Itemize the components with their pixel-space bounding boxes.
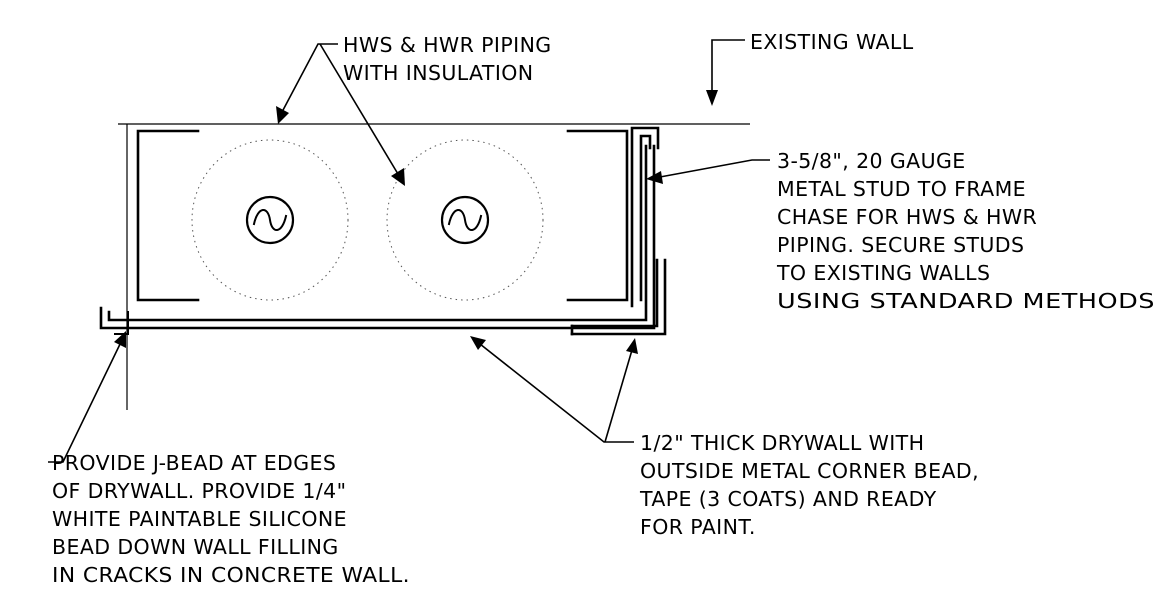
note-stud-line-5: TO EXISTING WALLS <box>776 261 990 285</box>
left-stud-bracket <box>136 129 200 302</box>
leader-existing-wall-arrowhead <box>706 90 718 106</box>
note-drywall-line-1: 1/2" THICK DRYWALL WITH <box>640 431 924 455</box>
note-stud-line-1: 3-5/8", 20 GAUGE <box>777 149 966 173</box>
note-existing-wall-line-1: EXISTING WALL <box>750 30 914 54</box>
metal-studs <box>136 126 660 308</box>
note-jbead-line-4: BEAD DOWN WALL FILLING <box>52 535 339 559</box>
pipe-hwr-circle <box>440 195 490 245</box>
note-drywall: 1/2" THICK DRYWALL WITH OUTSIDE METAL CO… <box>639 431 979 539</box>
note-piping-line-1: HWS & HWR PIPING <box>343 33 552 57</box>
leader-jbead-arrowhead <box>114 331 126 348</box>
drywall <box>99 144 667 336</box>
j-bead <box>114 311 129 335</box>
note-stud: 3-5/8", 20 GAUGE METAL STUD TO FRAME CHA… <box>776 149 1155 313</box>
pipe-hws-circle <box>245 195 295 245</box>
note-piping: HWS & HWR PIPING WITH INSULATION <box>343 33 552 85</box>
note-drywall-line-2: OUTSIDE METAL CORNER BEAD, <box>640 459 979 483</box>
note-stud-line-6: USING STANDARD METHODS <box>777 289 1155 313</box>
leader-piping-2 <box>319 43 399 175</box>
note-piping-line-2: WITH INSULATION <box>343 61 534 85</box>
leader-existing-wall <box>711 39 745 92</box>
leader-drywall-1 <box>479 343 634 443</box>
insulation <box>191 139 544 301</box>
leader-piping-1-arrowhead <box>276 106 289 124</box>
leader-piping-2-arrowhead <box>391 168 405 186</box>
vertical-stud-outer <box>630 126 660 308</box>
drywall-inner-line <box>107 144 648 322</box>
leader-drywall-2-arrowhead <box>626 338 638 354</box>
note-jbead-line-3: WHITE PAINTABLE SILICONE <box>52 507 347 531</box>
vertical-stud-inner <box>639 134 652 302</box>
drywall-outer-line <box>99 144 656 330</box>
existing-walls <box>118 123 750 410</box>
note-drywall-line-3: TAPE (3 COATS) AND READY <box>639 487 937 511</box>
insulation-hws <box>191 139 349 301</box>
leader-stud-arrowhead <box>646 171 663 184</box>
leader-piping-1 <box>281 43 338 113</box>
right-stud-bracket <box>566 129 629 302</box>
note-jbead-line-5: IN CRACKS IN CONCRETE WALL. <box>52 563 410 587</box>
note-stud-line-3: CHASE FOR HWS & HWR <box>777 205 1037 229</box>
corner-bead-outer <box>570 258 667 336</box>
corner-bead-inner <box>570 258 659 328</box>
note-jbead-line-2: OF DRYWALL. PROVIDE 1/4" <box>52 479 346 503</box>
pipe-hws <box>245 195 295 245</box>
note-stud-line-2: METAL STUD TO FRAME <box>777 177 1026 201</box>
leader-drywall-1-arrowhead <box>470 336 486 350</box>
note-jbead: PROVIDE J-BEAD AT EDGES OF DRYWALL. PROV… <box>52 451 410 587</box>
leader-drywall-2 <box>604 349 633 443</box>
leaders <box>48 39 770 463</box>
pipe-hwr <box>440 195 490 245</box>
leader-jbead <box>48 339 123 463</box>
note-stud-line-4: PIPING. SECURE STUDS <box>777 233 1024 257</box>
pipe-hws-flow-symbol <box>252 209 288 231</box>
note-jbead-line-1: PROVIDE J-BEAD AT EDGES <box>52 451 336 475</box>
note-existing-wall: EXISTING WALL <box>750 30 914 54</box>
insulation-hwr <box>386 139 544 301</box>
note-drywall-line-4: FOR PAINT. <box>640 515 756 539</box>
pipe-hwr-flow-symbol <box>447 209 483 231</box>
leader-stud <box>659 159 770 178</box>
